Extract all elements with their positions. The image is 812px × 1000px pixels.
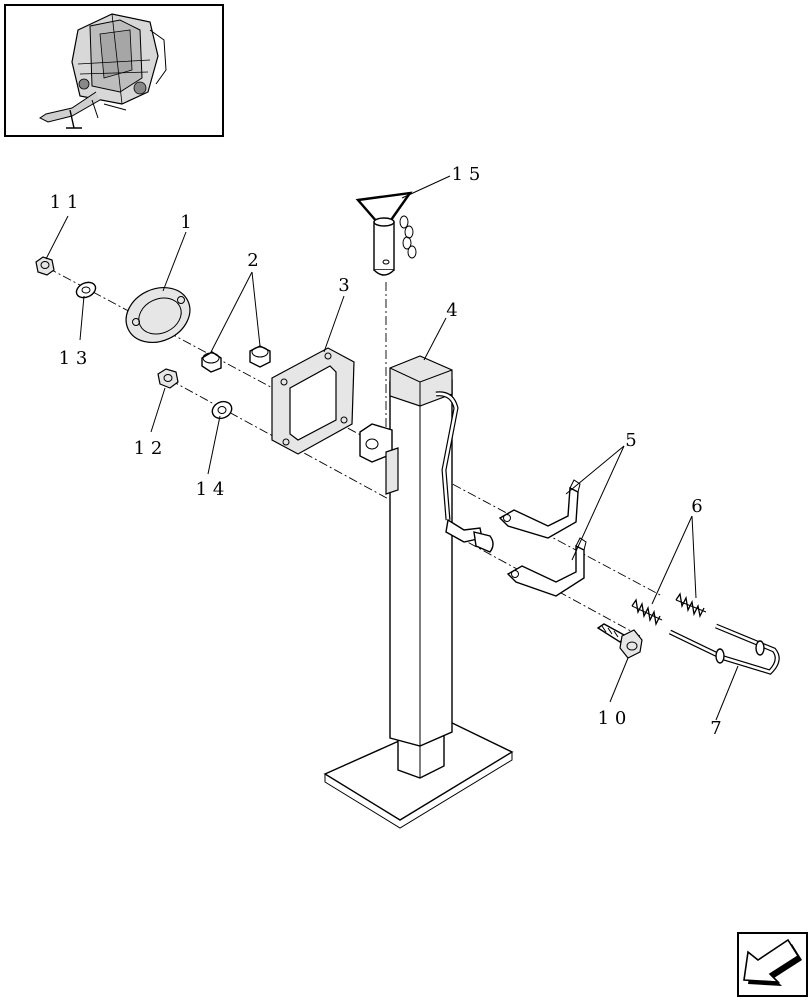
part-l-pin-7[interactable] bbox=[668, 623, 780, 675]
callout-11: 1 1 bbox=[50, 192, 79, 213]
pin-chain bbox=[399, 215, 417, 259]
callout-2: 2 bbox=[247, 250, 258, 271]
part-bolt-10[interactable] bbox=[596, 623, 643, 659]
baler-thumbnail-image bbox=[39, 13, 167, 129]
callout-13: 1 3 bbox=[59, 348, 88, 369]
part-ring-flange-1[interactable] bbox=[117, 277, 199, 352]
callout-15: 1 5 bbox=[452, 164, 481, 185]
leader-lines bbox=[45, 175, 739, 721]
part-flange-plate-3[interactable] bbox=[271, 347, 355, 455]
callout-14: 1 4 bbox=[196, 479, 225, 500]
part-hitch-pin-15[interactable] bbox=[355, 191, 417, 276]
callout-labels: 1 1 1 2 3 4 1 5 1 3 1 2 1 4 5 6 1 0 7 bbox=[50, 164, 722, 739]
previous-page-arrow-icon[interactable] bbox=[737, 932, 808, 997]
part-bushing-2b[interactable] bbox=[249, 345, 271, 368]
part-nut-12[interactable] bbox=[157, 368, 179, 389]
callout-3: 3 bbox=[338, 275, 349, 296]
callout-1: 1 bbox=[180, 212, 191, 233]
part-nut-11[interactable] bbox=[35, 256, 55, 276]
callout-12: 1 2 bbox=[134, 438, 163, 459]
part-washer-14[interactable] bbox=[210, 399, 235, 422]
part-u-bracket-5b[interactable] bbox=[506, 537, 587, 597]
thumbnail-overview[interactable] bbox=[4, 4, 224, 137]
callout-5: 5 bbox=[625, 430, 636, 451]
part-spring-6a[interactable] bbox=[631, 598, 663, 627]
callout-6: 6 bbox=[691, 496, 702, 517]
part-washer-13[interactable] bbox=[74, 279, 98, 300]
callout-7: 7 bbox=[710, 718, 721, 739]
part-u-bracket-5a[interactable] bbox=[498, 479, 581, 539]
part-bushing-2a[interactable] bbox=[201, 351, 222, 373]
part-spring-6b[interactable] bbox=[675, 592, 707, 618]
callout-4: 4 bbox=[446, 300, 457, 321]
part-jack-stand-4[interactable] bbox=[323, 355, 514, 829]
callout-10: 1 0 bbox=[598, 708, 627, 729]
